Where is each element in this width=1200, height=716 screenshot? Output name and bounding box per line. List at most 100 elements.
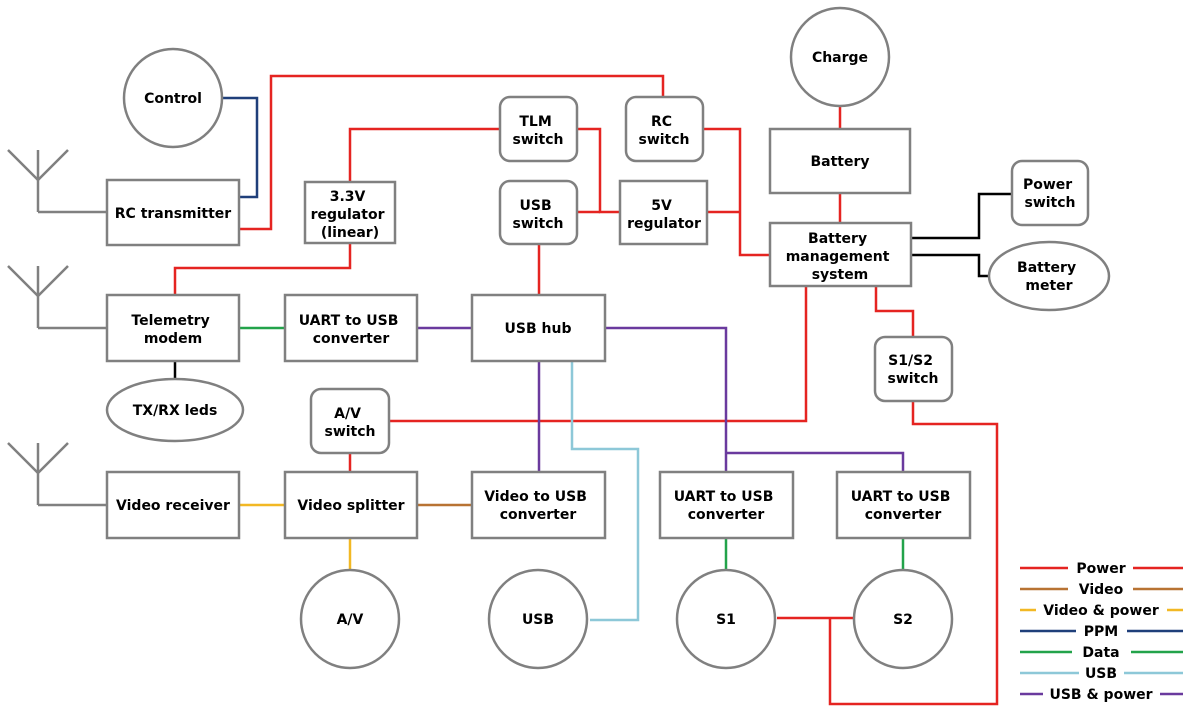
usb-switch-label-line2: switch [512, 216, 563, 232]
regulator-33-label-line2: regulator [311, 207, 385, 223]
video-usb-label-line2: converter [500, 507, 577, 523]
svg-text:RC transmitter: RC transmitter [115, 206, 232, 222]
uart-usb-2-label-line2: converter [688, 507, 765, 523]
charge-node: Charge [789, 6, 891, 108]
uart-usb-1-label-line2: converter [313, 331, 390, 347]
svg-text:TLM switch: TLM switch [512, 114, 563, 148]
usb-switch-label-line1: USB [520, 198, 552, 214]
svg-text:Battery meter: Battery meter [1017, 260, 1081, 294]
legend-item: Power [1020, 561, 1183, 577]
uart-usb-converter-node: UART to USB converter [283, 293, 419, 363]
tlm-switch-label-line1: TLM [519, 114, 551, 130]
battery-meter-node: Battery meter [987, 240, 1111, 312]
uart-usb-converter-s2-node: UART to USB converter [835, 470, 972, 540]
legend-item: Data [1020, 645, 1183, 661]
usb-switch-node: USB switch [498, 179, 579, 246]
usb-hub-label: USB hub [505, 321, 572, 337]
regulator-33-label-line3: (linear) [321, 225, 379, 241]
svg-text:UART to USB converter: UART to USB converter [851, 489, 956, 523]
legend-item: Video [1020, 582, 1183, 598]
svg-text:S2: S2 [893, 612, 913, 628]
svg-text:USB: USB [522, 612, 554, 628]
rc-switch-label-line2: switch [638, 132, 689, 148]
svg-text:3.3V regulator: 3.3V regulator (linear) [311, 189, 390, 241]
wire-power-33-regulator [348, 127, 500, 182]
power-switch-node: Power switch [1010, 159, 1090, 227]
s1s2-switch-node: S1/S2 switch [873, 335, 954, 403]
rc-transmitter-node: RC transmitter [105, 178, 241, 247]
wire-power-rc-switch [703, 127, 770, 257]
antenna-icon [7, 149, 107, 214]
svg-text:Battery management: Battery management system [786, 231, 895, 283]
battery-meter-label-line1: Battery [1017, 260, 1076, 276]
wire-control-power-switch [911, 192, 1012, 240]
svg-text:UART to USB converter: UART to USB converter [299, 313, 404, 347]
tlm-switch-label-line2: switch [512, 132, 563, 148]
wire-ppm-control [221, 96, 259, 199]
legend-item: USB & power [1020, 687, 1183, 703]
wire-usb-hub-usb-port [570, 361, 640, 622]
battery-node: Battery [768, 127, 912, 195]
video-receiver-label: Video receiver [116, 498, 230, 514]
s1s2-switch-label-line2: switch [887, 371, 938, 387]
antenna-icon [7, 442, 107, 507]
svg-text:Battery: Battery [810, 154, 869, 170]
txrx-leds-node: TX/RX leds [105, 377, 245, 443]
antenna-icon [7, 265, 107, 330]
power-switch-label-line1: Power [1023, 177, 1072, 193]
bms-label-line1: Battery [808, 231, 867, 247]
svg-text:S1/S2 switch: S1/S2 switch [887, 353, 938, 387]
svg-text:5V regulator: 5V regulator [627, 198, 701, 232]
s2-label: S2 [893, 612, 913, 628]
usb-node: USB [487, 568, 589, 670]
s1-label: S1 [716, 612, 736, 628]
battery-label: Battery [810, 154, 869, 170]
txrx-leds-label: TX/RX leds [133, 403, 218, 419]
video-usb-label-line1: Video to USB [484, 489, 587, 505]
tlm-switch-node: TLM switch [498, 95, 579, 163]
wire-usbpower-hub-uart2 [605, 326, 728, 472]
regulator-5v-label-line2: regulator [627, 216, 701, 232]
av-switch-node: A/V switch [309, 387, 391, 455]
charge-label: Charge [812, 50, 868, 66]
av-node: A/V [299, 568, 401, 670]
svg-text:A/V switch: A/V switch [324, 406, 375, 440]
control-label: Control [144, 91, 202, 107]
uart-usb-3-label-line2: converter [865, 507, 942, 523]
video-splitter-label: Video splitter [297, 498, 404, 514]
svg-text:TX/RX leds: TX/RX leds [133, 403, 218, 419]
svg-text:S1: S1 [716, 612, 736, 628]
svg-text:Video receiver: Video receiver [116, 498, 230, 514]
wire-control-battery-meter [911, 253, 990, 278]
wire-power-s1s2-switch [874, 286, 915, 337]
telemetry-modem-label-line1: Telemetry [131, 313, 209, 329]
control-node: Control [122, 47, 224, 149]
bms-label-line2: management [786, 249, 890, 265]
av-switch-label-line2: switch [324, 424, 375, 440]
svg-text:Video splitter: Video splitter [297, 498, 404, 514]
uart-usb-1-label-line1: UART to USB [299, 313, 399, 329]
svg-text:Power switch: Power switch [1023, 177, 1077, 211]
svg-text:RC switch: RC switch [638, 114, 689, 148]
legend-item: Video & power [1020, 603, 1183, 619]
svg-text:Video to USB converter: Video to USB converter [484, 489, 592, 523]
s1-node: S1 [675, 568, 777, 670]
wire-power-telemetry [173, 243, 352, 295]
rc-transmitter-label: RC transmitter [115, 206, 232, 222]
legend-item: PPM [1020, 624, 1183, 640]
legend-label: PPM [1084, 624, 1118, 640]
uart-usb-converter-s1-node: UART to USB converter [658, 470, 795, 540]
wire-power-tlm-switch [577, 127, 620, 214]
legend-label: Video [1079, 582, 1124, 598]
legend-item: USB [1020, 666, 1183, 682]
svg-text:USB hub: USB hub [505, 321, 572, 337]
regulator-33-label-line1: 3.3V [330, 189, 366, 205]
wire-usbpower-uart3 [726, 451, 905, 472]
usb-label: USB [522, 612, 554, 628]
video-splitter-node: Video splitter [283, 470, 419, 540]
legend: Power Video Video & power PPM Data USB [1020, 561, 1183, 703]
legend-label: USB & power [1049, 687, 1152, 703]
legend-label: Power [1076, 561, 1125, 577]
battery-meter-label-line2: meter [1025, 278, 1072, 294]
